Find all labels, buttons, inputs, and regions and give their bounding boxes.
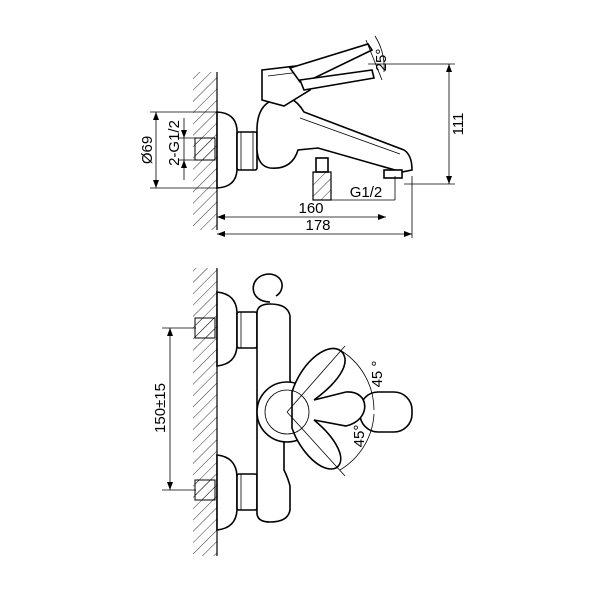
side-view-escutcheon [216, 111, 238, 189]
front-view-lever-handle [291, 347, 366, 470]
front-view-upper-inlet-thread [194, 317, 216, 339]
side-view-aerator [383, 169, 403, 179]
front-view-lower-escutcheon [216, 454, 238, 531]
front-view-lower-inlet-thread [194, 479, 216, 501]
front-view-upper-escutcheon [216, 291, 238, 367]
dim-2g12-label: 2-G1/2 [166, 120, 183, 166]
dim-45-bot-label: 45° [351, 425, 368, 448]
front-view-wall-hatch [193, 268, 217, 556]
side-view-faucet-body [256, 97, 413, 173]
front-view-upper-nut [236, 311, 258, 349]
dim-160-label: 160 [298, 200, 323, 217]
side-view-shower-outlet [312, 171, 332, 201]
side-view: 111 25° Ø69 2-G1/2 G1/2 160 178 [139, 35, 467, 238]
dim-111-label: 111 [450, 113, 467, 136]
side-view-inlet-thread [194, 137, 216, 161]
dim-g12-label: G1/2 [350, 184, 383, 201]
dim-178-label: 178 [305, 217, 330, 234]
front-view-lower-nut [236, 473, 258, 511]
dim-150-label: 150±15 [152, 383, 169, 433]
side-view-lever-handle-lower [298, 69, 375, 91]
side-view-diverter [315, 157, 329, 173]
dim-25deg-label: 25° [373, 49, 390, 72]
dim-45-top-label: 45 ° [369, 361, 386, 388]
front-view: 45 ° 45° 150±15 [152, 268, 413, 556]
side-view-lever-handle [288, 43, 374, 83]
side-view-connector-nut [236, 131, 258, 171]
dim-d69-label: Ø69 [139, 136, 156, 164]
front-view-shower-hook [252, 273, 283, 303]
